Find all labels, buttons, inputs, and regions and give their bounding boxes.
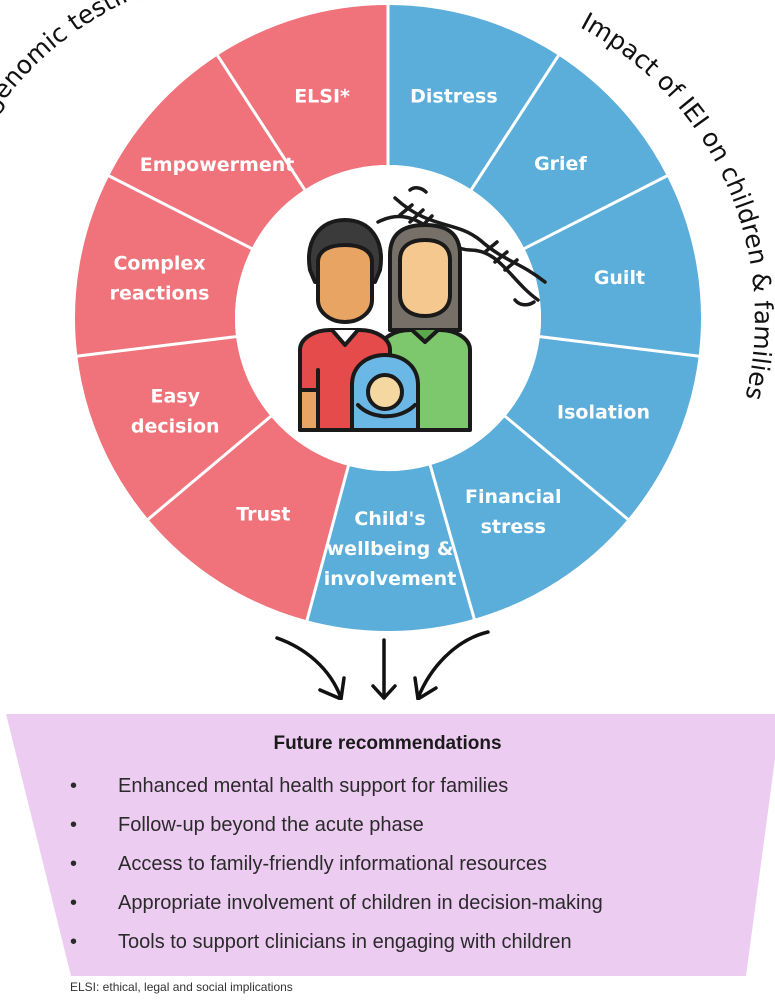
recommendation-text: Follow-up beyond the acute phase: [118, 814, 424, 836]
segment-label: Isolation: [557, 402, 650, 424]
family-with-dna-icon: [298, 186, 547, 432]
footnote: ELSI: ethical, legal and social implicat…: [70, 980, 293, 994]
segment-guilt: [524, 175, 701, 357]
segment-label: Distress: [410, 86, 498, 108]
segment-label: Trust: [236, 504, 290, 526]
recommendation-text: Enhanced mental health support for famil…: [118, 775, 509, 797]
recommendation-text: Tools to support clinicians in engaging …: [118, 931, 572, 953]
recommendation-text: Access to family-friendly informational …: [118, 853, 548, 875]
baby-figure-icon: [350, 353, 420, 432]
segment-label: Empowerment: [140, 154, 295, 176]
segment-elsi: [217, 5, 388, 190]
segment-trust: [148, 416, 349, 621]
bullet-icon: •: [70, 814, 78, 836]
segment-divider: [145, 413, 274, 522]
segment-distress: [388, 5, 559, 190]
recommendation-item: • Access to family-friendly informational…: [70, 845, 603, 884]
recommendations-background: [6, 714, 775, 976]
segment-label: ELSI*: [294, 86, 350, 108]
mother-figure-icon: [378, 223, 472, 432]
arrow-down-icon: [371, 638, 397, 700]
segment-label: Guilt: [594, 267, 645, 289]
arrow-left-curve-icon: [275, 636, 346, 700]
recommendation-item: • Follow-up beyond the acute phase: [70, 806, 603, 845]
segment-divider: [537, 334, 701, 358]
segment-child-s-wellbeing-involvement: [306, 465, 475, 631]
segment-financial-stress: [430, 416, 628, 619]
segment-label: Grief: [534, 153, 587, 175]
arrows: [275, 630, 490, 700]
recommendation-text: Appropriate involvement of children in d…: [118, 892, 603, 914]
recommendations-list: • Enhanced mental health support for fami…: [70, 767, 603, 962]
recommendation-item: • Enhanced mental health support for fami…: [70, 767, 603, 806]
segment-divider: [305, 463, 351, 623]
segment-divider: [468, 53, 561, 193]
bullet-icon: •: [70, 931, 78, 953]
segment-complex-reactions: [75, 175, 252, 357]
arrow-right-curve-icon: [413, 630, 490, 700]
recommendations-title: Future recommendations: [273, 733, 502, 754]
dna-helix-icon: [376, 186, 547, 307]
bullet-icon: •: [70, 775, 78, 797]
bullet-icon: •: [70, 892, 78, 914]
segment-divider: [502, 413, 631, 522]
bullet-icon: •: [70, 853, 78, 875]
segment-easy-decision: [77, 336, 271, 520]
segment-divider: [521, 173, 670, 251]
segment-divider: [428, 462, 477, 622]
wheel-dividers: [75, 3, 701, 623]
segment-divider: [215, 53, 308, 193]
recommendation-item: • Tools to support clinicians in engaging…: [70, 923, 603, 962]
segment-divider: [75, 334, 239, 358]
segment-divider: [106, 173, 255, 251]
recommendation-item: • Appropriate involvement of children in …: [70, 884, 603, 923]
recommendations-panel: [6, 714, 775, 977]
segment-isolation: [505, 336, 699, 520]
